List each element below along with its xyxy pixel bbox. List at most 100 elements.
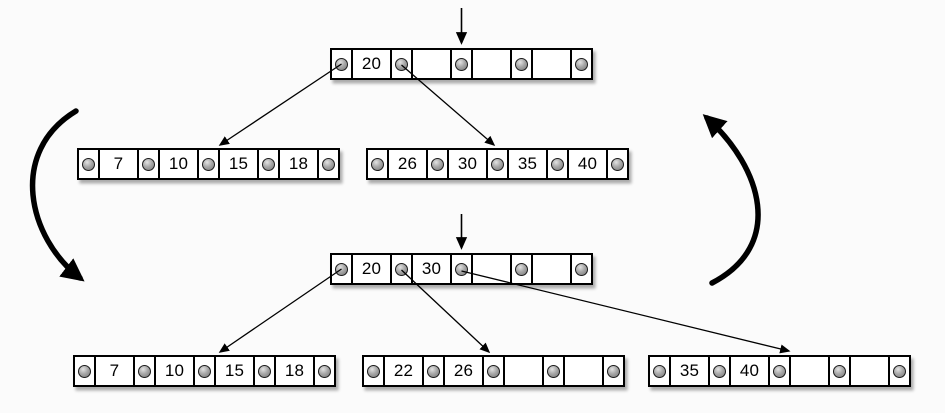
pointer-slot xyxy=(450,255,471,283)
key-cell: 40 xyxy=(567,150,606,178)
key-cell xyxy=(471,50,510,78)
pointer-dot-icon xyxy=(78,364,91,378)
pointer-dot-icon xyxy=(491,157,504,171)
pointer-slot xyxy=(75,357,94,385)
cycle-right-arrow-icon xyxy=(702,114,761,286)
pointer-slot xyxy=(390,255,411,283)
pointer-slot xyxy=(133,357,154,385)
pointer-slot xyxy=(253,357,274,385)
key-cell: 7 xyxy=(94,357,133,385)
pointer-slot xyxy=(317,150,338,178)
pointer-dot-icon xyxy=(455,262,468,276)
pointer-dot-icon xyxy=(431,157,444,171)
pointer-slot xyxy=(542,357,563,385)
key-cell: 10 xyxy=(154,357,193,385)
edge-after-root-to-left-leaf xyxy=(218,268,342,353)
pointer-slot xyxy=(368,150,387,178)
key-cell: 30 xyxy=(411,255,450,283)
pointer-slot xyxy=(570,255,591,283)
pointer-slot xyxy=(450,50,471,78)
pointer-slot xyxy=(257,150,278,178)
pointer-dot-icon xyxy=(607,364,620,378)
key-cell: 20 xyxy=(351,255,390,283)
key-cell: 26 xyxy=(443,357,482,385)
pointer-slot xyxy=(79,150,98,178)
pointer-slot xyxy=(193,357,214,385)
pointer-slot xyxy=(197,150,218,178)
key-cell: 35 xyxy=(669,357,708,385)
key-cell xyxy=(503,357,542,385)
before-left-leaf-node: 7 10 15 18 xyxy=(77,148,340,180)
pointer-slot xyxy=(482,357,503,385)
pointer-slot xyxy=(570,50,591,78)
key-cell: 40 xyxy=(729,357,768,385)
pointer-dot-icon xyxy=(575,262,588,276)
pointer-dot-icon xyxy=(893,364,906,378)
pointer-dot-icon xyxy=(202,157,215,171)
key-cell: 15 xyxy=(218,150,257,178)
key-cell xyxy=(563,357,602,385)
cycle-left-arrow-icon xyxy=(29,108,85,282)
pointer-slot xyxy=(768,357,789,385)
pointer-slot xyxy=(313,357,334,385)
pointer-slot xyxy=(137,150,158,178)
pointer-slot xyxy=(606,150,627,178)
pointer-dot-icon xyxy=(575,57,588,71)
pointer-dot-icon xyxy=(335,57,348,71)
pointer-slot xyxy=(332,255,351,283)
pointer-dot-icon xyxy=(427,364,440,378)
pointer-dot-icon xyxy=(371,157,384,171)
key-cell: 35 xyxy=(507,150,546,178)
pointer-slot xyxy=(510,255,531,283)
key-cell: 18 xyxy=(274,357,313,385)
pointer-slot xyxy=(510,50,531,78)
key-cell: 22 xyxy=(383,357,422,385)
key-cell xyxy=(471,255,510,283)
pointer-slot xyxy=(708,357,729,385)
pointer-dot-icon xyxy=(653,364,666,378)
pointer-slot xyxy=(888,357,909,385)
pointer-dot-icon xyxy=(551,157,564,171)
pointer-dot-icon xyxy=(82,157,95,171)
pointer-slot xyxy=(650,357,669,385)
pointer-dot-icon xyxy=(611,157,624,171)
pointer-dot-icon xyxy=(515,57,528,71)
pointer-dot-icon xyxy=(455,57,468,71)
pointer-dot-icon xyxy=(395,262,408,276)
key-cell: 18 xyxy=(278,150,317,178)
pointer-dot-icon xyxy=(487,364,500,378)
pointer-dot-icon xyxy=(198,364,211,378)
pointer-slot xyxy=(422,357,443,385)
key-cell: 30 xyxy=(447,150,486,178)
key-cell: 10 xyxy=(158,150,197,178)
key-cell xyxy=(789,357,828,385)
pointer-dot-icon xyxy=(322,157,335,171)
pointer-slot xyxy=(332,50,351,78)
pointer-slot xyxy=(546,150,567,178)
pointer-slot xyxy=(486,150,507,178)
pointer-dot-icon xyxy=(713,364,726,378)
pointer-dot-icon xyxy=(367,364,380,378)
before-root-node: 20 xyxy=(330,48,593,80)
pointer-slot xyxy=(390,50,411,78)
key-cell: 26 xyxy=(387,150,426,178)
key-cell xyxy=(531,50,570,78)
pointer-dot-icon xyxy=(547,364,560,378)
key-cell: 20 xyxy=(351,50,390,78)
after-right-leaf-node: 35 40 xyxy=(648,355,911,387)
pointer-dot-icon xyxy=(833,364,846,378)
key-cell: 15 xyxy=(214,357,253,385)
after-middle-leaf-node: 22 26 xyxy=(362,355,625,387)
pointer-dot-icon xyxy=(773,364,786,378)
pointer-dot-icon xyxy=(515,262,528,276)
pointer-dot-icon xyxy=(262,157,275,171)
before-right-leaf-node: 26 30 35 40 xyxy=(366,148,629,180)
after-root-node: 20 30 xyxy=(330,253,593,285)
pointer-dot-icon xyxy=(142,157,155,171)
after-left-leaf-node: 7 10 15 18 xyxy=(73,355,336,387)
pointer-dot-icon xyxy=(318,364,331,378)
edge-before-root-to-left-leaf xyxy=(218,63,342,146)
pointer-slot xyxy=(828,357,849,385)
key-cell xyxy=(531,255,570,283)
